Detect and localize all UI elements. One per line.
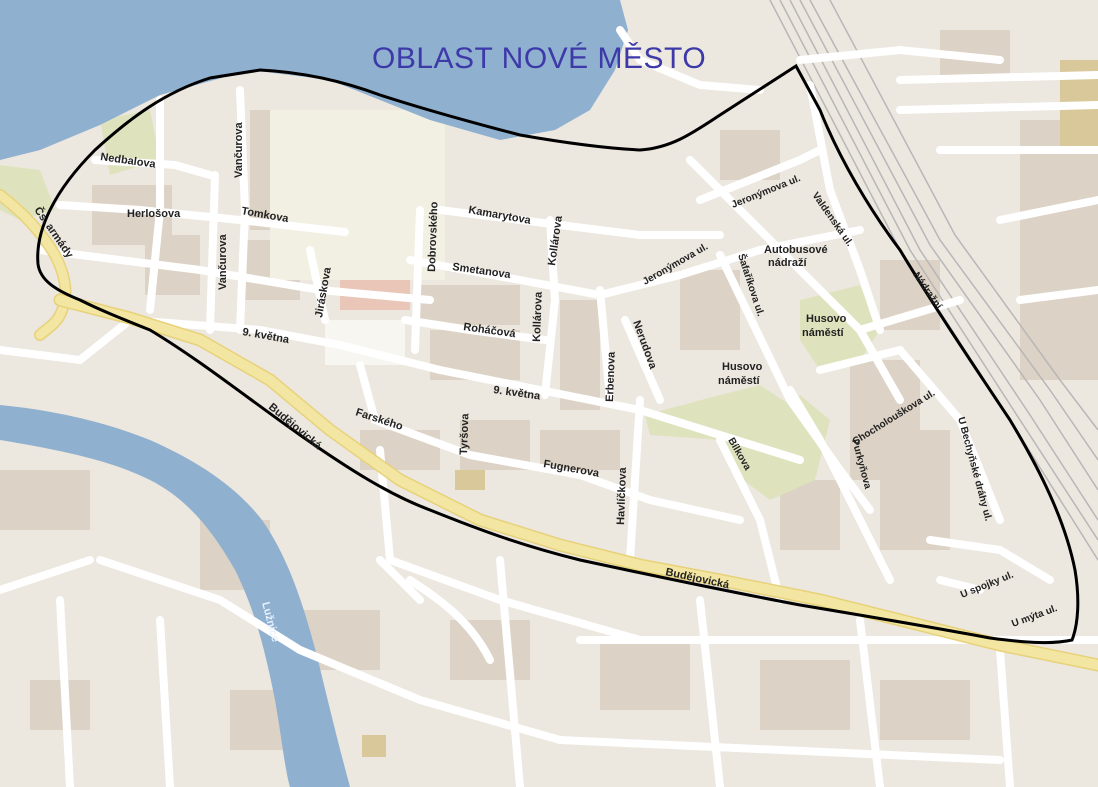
label-tyrsova: Tyršova bbox=[458, 412, 471, 455]
label-erbenova: Erbenova bbox=[604, 351, 618, 402]
label-autobusove-nadrazi-1: Autobusové bbox=[764, 244, 828, 256]
label-husovo-namesti-sw-2: náměstí bbox=[718, 375, 761, 387]
label-husovo-namesti-ne-2: náměstí bbox=[802, 327, 845, 339]
lake-jordan bbox=[0, 0, 628, 160]
street-network bbox=[0, 26, 1098, 787]
label-autobusove-nadrazi-2: nádraží bbox=[768, 257, 807, 269]
label-kollarova-bottom: Kollárova bbox=[531, 291, 545, 342]
main-roads bbox=[0, 189, 1098, 672]
label-husovo-namesti-sw-1: Husovo bbox=[722, 361, 763, 373]
map-title: OBLAST NOVÉ MĚSTO bbox=[372, 42, 707, 75]
label-vancurova-bottom: Vančurova bbox=[217, 233, 229, 290]
label-vancurova-top: Vančurova bbox=[233, 121, 245, 178]
railway bbox=[769, 0, 1098, 561]
label-havlickova: Havlíčkova bbox=[615, 466, 629, 525]
district-boundary bbox=[36, 63, 1080, 645]
label-herlosova: Herlošova bbox=[127, 208, 181, 220]
label-dobrovskeho: Dobrovského bbox=[426, 201, 440, 272]
label-husovo-namesti-ne-1: Husovo bbox=[806, 313, 847, 325]
river-luznice bbox=[0, 405, 350, 787]
